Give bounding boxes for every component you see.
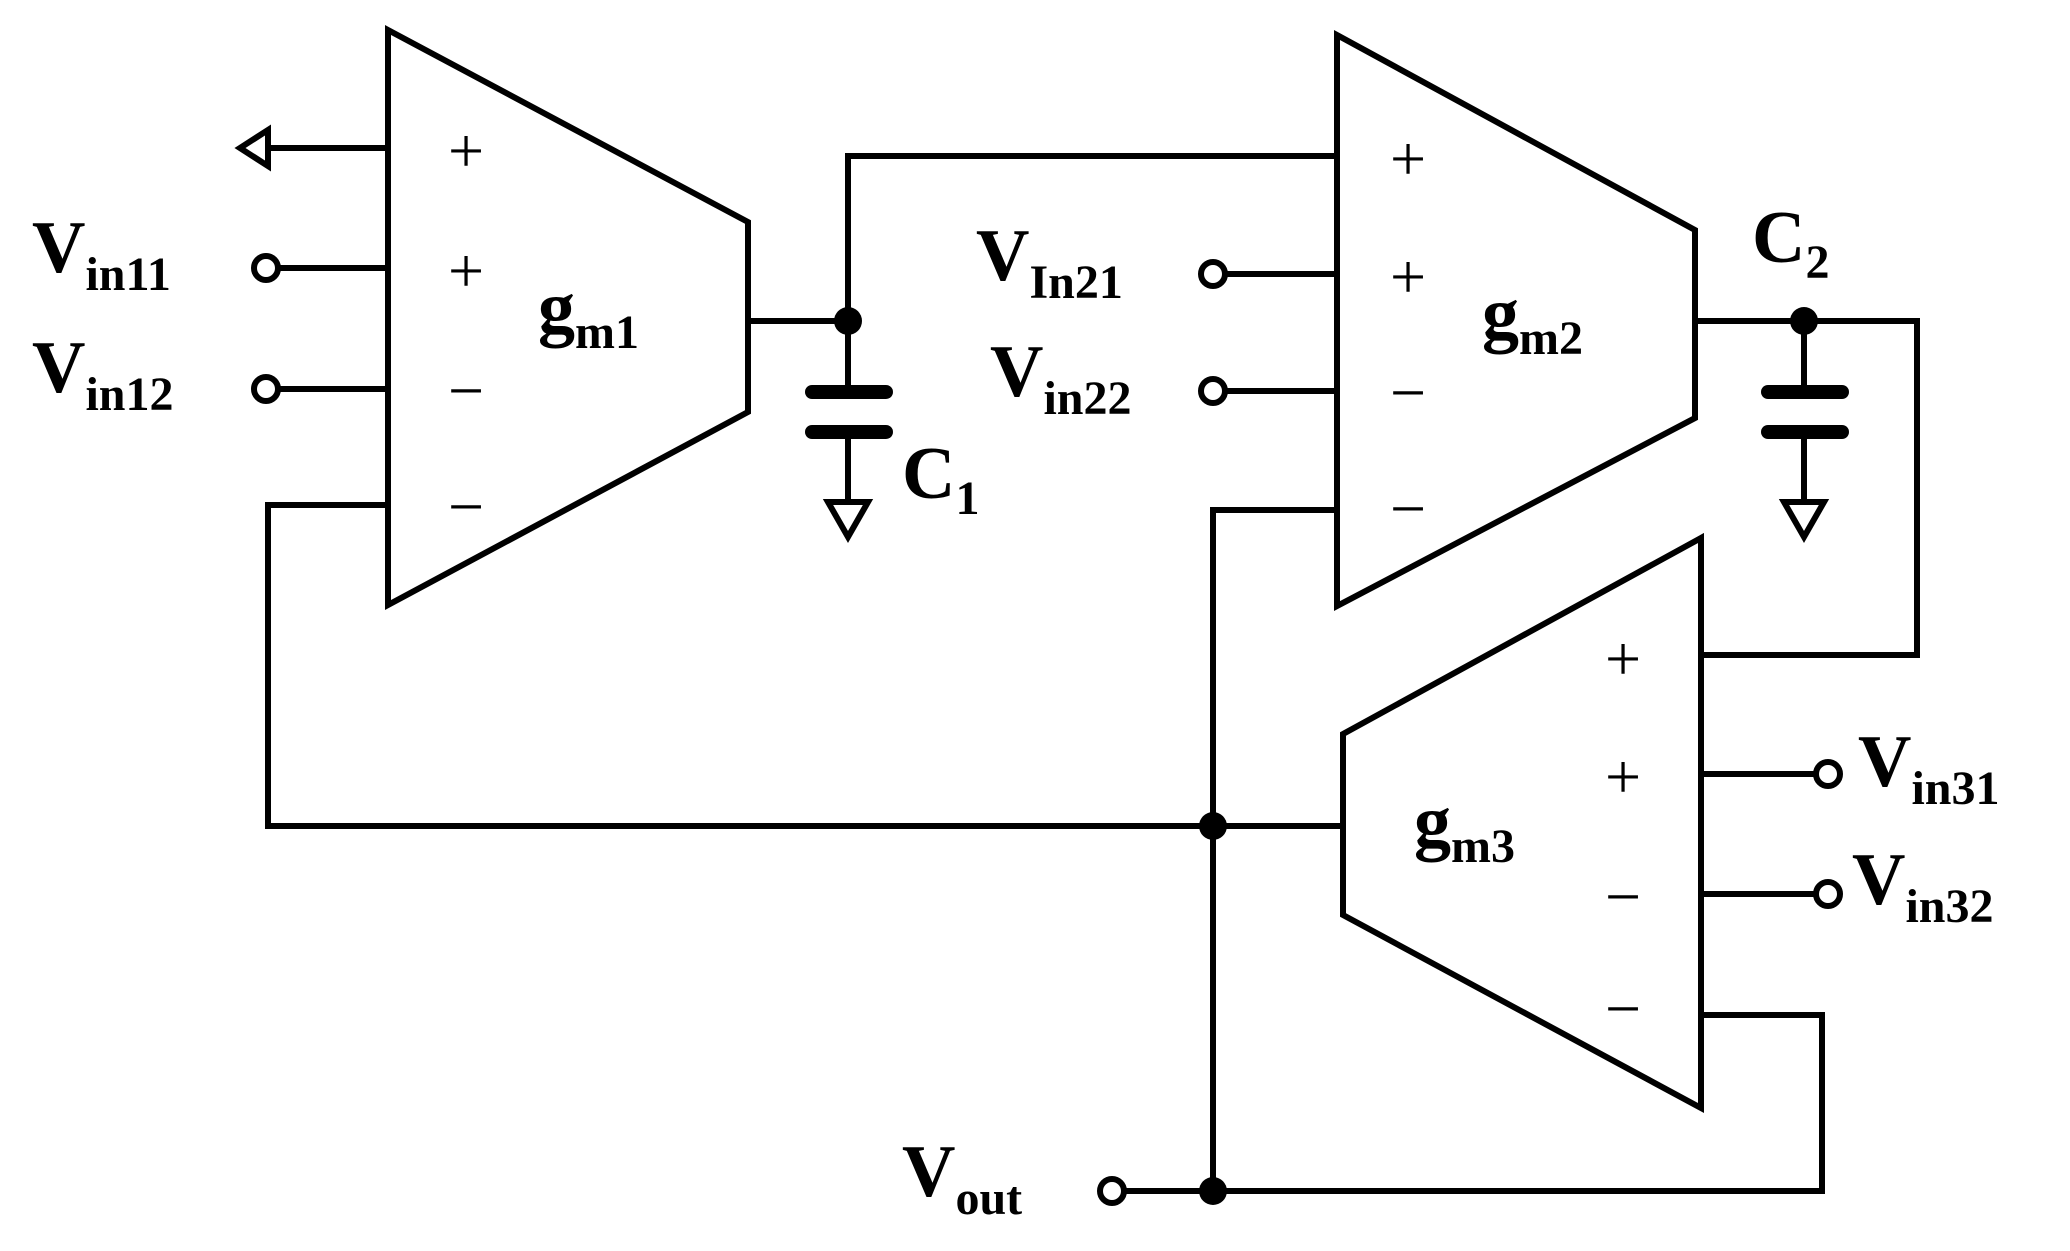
capacitor-c2 [1761, 385, 1849, 439]
gm2-sign-3: − [1390, 357, 1426, 428]
terminal-vin32[interactable] [1813, 879, 1843, 909]
vin32-label: Vin32 [1852, 839, 1993, 933]
gm1-sign-1: + [448, 115, 484, 186]
gm3-sign-4: − [1605, 973, 1641, 1044]
gm2-sign-4: − [1390, 473, 1426, 544]
vin21-label: VIn21 [976, 215, 1123, 309]
gm3-input-signs: + + − − [1605, 623, 1641, 1044]
wire-c1-to-gm2 [845, 153, 1338, 324]
ground-c2-icon [1778, 499, 1830, 544]
vin31-label: Vin31 [1858, 721, 1999, 815]
junction-vout [1199, 1177, 1227, 1205]
gm2-sign-2: + [1390, 241, 1426, 312]
gm2-sign-1: + [1390, 123, 1426, 194]
gm2-input-signs: + + − − [1390, 123, 1426, 544]
gm3-block [1340, 532, 1704, 1114]
junction-gm3-out [1199, 812, 1227, 840]
ground-gm1-icon [234, 124, 271, 172]
terminal-vin31[interactable] [1813, 759, 1843, 789]
wire-gm2-feedback [1210, 507, 1338, 1194]
junction-c2 [1790, 307, 1818, 335]
gm3-label: gm3 [1414, 781, 1515, 873]
wire-gm3-feedback [1210, 1012, 1825, 1194]
ground-c1-icon [822, 499, 874, 544]
gm1-sign-4: − [448, 471, 484, 542]
gm1-sign-2: + [448, 235, 484, 306]
terminal-vout[interactable] [1097, 1176, 1127, 1206]
terminal-vin22[interactable] [1198, 376, 1228, 406]
junction-c1 [834, 307, 862, 335]
c1-label: C1 [902, 433, 979, 525]
vin11-label: Vin11 [32, 207, 171, 301]
gm3-sign-1: + [1605, 623, 1641, 694]
wire-gm1-feedback [265, 502, 1216, 829]
terminal-vin21[interactable] [1198, 259, 1228, 289]
gm3-sign-2: + [1605, 741, 1641, 812]
terminal-vin12[interactable] [251, 374, 281, 404]
vout-label: Vout [902, 1131, 1022, 1225]
gm1-sign-3: − [448, 355, 484, 426]
wires [265, 145, 1920, 1194]
c2-label: C2 [1752, 197, 1829, 289]
terminal-vin11[interactable] [251, 253, 281, 283]
gm1-label: gm1 [538, 267, 639, 359]
gm1-input-signs: + + − − [448, 115, 484, 542]
capacitor-c1 [805, 385, 893, 439]
gm2-block [1334, 29, 1698, 611]
gm3-sign-3: − [1605, 861, 1641, 932]
gm2-label: gm2 [1482, 273, 1583, 365]
vin12-label: Vin12 [32, 327, 173, 421]
vin22-label: Vin22 [990, 331, 1131, 425]
wire-c2-to-gm3 [1702, 318, 1920, 658]
gm1-block [385, 25, 751, 611]
